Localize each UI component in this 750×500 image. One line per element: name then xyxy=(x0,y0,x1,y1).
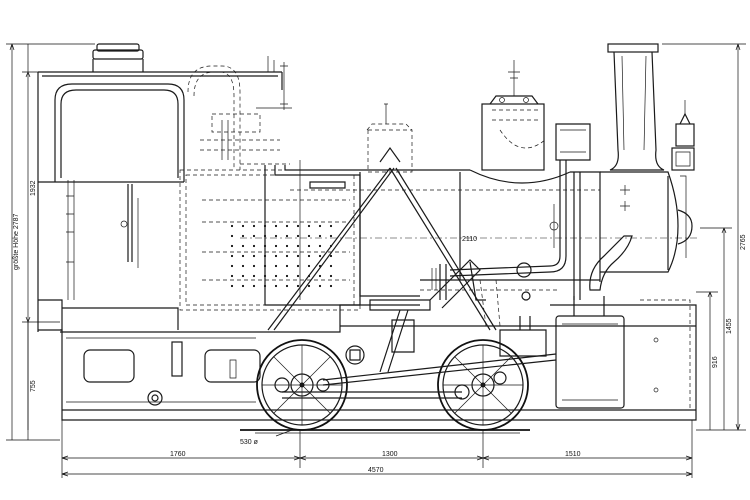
chimney xyxy=(607,43,665,171)
label-wheel-diameter: 530 ø xyxy=(240,439,259,446)
rivet xyxy=(263,234,267,238)
lever-and-links xyxy=(267,146,497,331)
rivet xyxy=(296,284,300,288)
rivet xyxy=(274,224,278,228)
rivet xyxy=(274,234,278,238)
rivet xyxy=(329,274,333,278)
driving-wheel-front xyxy=(437,339,529,431)
rivet xyxy=(252,264,256,268)
rivet xyxy=(263,284,267,288)
rivet xyxy=(296,234,300,238)
rivet xyxy=(263,274,267,278)
rivet xyxy=(318,244,322,248)
rivet xyxy=(241,224,245,228)
rivet xyxy=(241,264,245,268)
rivet xyxy=(285,254,289,258)
rivet xyxy=(285,284,289,288)
label-755: 755 xyxy=(30,380,37,392)
rivet xyxy=(296,274,300,278)
rivet xyxy=(307,244,311,248)
rivet xyxy=(296,254,300,258)
steam-dome xyxy=(366,103,413,173)
rail xyxy=(240,429,530,434)
label-1455: 1455 xyxy=(726,318,733,334)
rivet xyxy=(241,254,245,258)
rivet xyxy=(263,264,267,268)
rivet xyxy=(252,224,256,228)
rivet xyxy=(318,254,322,258)
cylinder xyxy=(555,235,691,411)
rivet xyxy=(285,234,289,238)
frame xyxy=(60,304,697,421)
rivet xyxy=(230,254,234,258)
smokebox xyxy=(555,123,693,273)
rivet xyxy=(274,264,278,268)
rivet xyxy=(241,284,245,288)
rivet xyxy=(274,274,278,278)
label-4570: 4570 xyxy=(368,467,384,474)
rivet xyxy=(329,234,333,238)
rivet xyxy=(263,254,267,258)
firebox-rivets xyxy=(230,224,333,288)
rivet xyxy=(296,224,300,228)
driving-wheel-rear xyxy=(256,339,348,431)
label-1932: 1932 xyxy=(30,180,37,196)
rivet xyxy=(274,244,278,248)
rivet xyxy=(329,254,333,258)
rivet xyxy=(252,284,256,288)
rivet xyxy=(230,224,234,228)
rivet xyxy=(307,234,311,238)
rivet xyxy=(230,274,234,278)
rivet xyxy=(263,224,267,228)
rivet xyxy=(230,284,234,288)
rivet xyxy=(318,234,322,238)
rivet xyxy=(285,244,289,248)
rivet xyxy=(307,284,311,288)
dimensions xyxy=(6,43,746,478)
rivet xyxy=(329,224,333,228)
rivet xyxy=(241,274,245,278)
rivet xyxy=(230,244,234,248)
rivet xyxy=(329,284,333,288)
headlamp xyxy=(671,100,695,171)
valve-gear-and-rods xyxy=(282,259,557,399)
label-916: 916 xyxy=(712,356,719,368)
label-1510: 1510 xyxy=(565,451,581,458)
cab xyxy=(37,71,283,332)
rivet xyxy=(307,224,311,228)
rivet xyxy=(318,274,322,278)
rivet xyxy=(296,264,300,268)
label-max-height: größte Höhe 2787 xyxy=(13,213,20,270)
rivet xyxy=(252,244,256,248)
label-1300: 1300 xyxy=(382,451,398,458)
rivet xyxy=(318,224,322,228)
pipework xyxy=(200,107,687,327)
safety-valve-dome xyxy=(481,60,546,171)
rivet xyxy=(241,244,245,248)
rivet xyxy=(296,244,300,248)
rivet xyxy=(285,264,289,268)
label-boiler-axis: 2110 xyxy=(462,236,477,243)
rivet xyxy=(230,234,234,238)
label-1760: 1760 xyxy=(170,451,186,458)
cab-roof-sandbox xyxy=(92,43,288,110)
rivet xyxy=(263,244,267,248)
firebox xyxy=(179,65,361,311)
rivet xyxy=(318,284,322,288)
rivet xyxy=(307,264,311,268)
rivet xyxy=(274,284,278,288)
dimension-labels: größte Höhe 2787 1932 755 2765 1455 916 … xyxy=(13,180,747,474)
rivet xyxy=(307,254,311,258)
rivet xyxy=(329,264,333,268)
rivet xyxy=(285,274,289,278)
rivet xyxy=(230,264,234,268)
rivet xyxy=(252,234,256,238)
rivet xyxy=(274,254,278,258)
rivet xyxy=(252,274,256,278)
rivet xyxy=(285,224,289,228)
rivet xyxy=(252,254,256,258)
rivet xyxy=(241,234,245,238)
label-2765: 2765 xyxy=(740,234,747,250)
